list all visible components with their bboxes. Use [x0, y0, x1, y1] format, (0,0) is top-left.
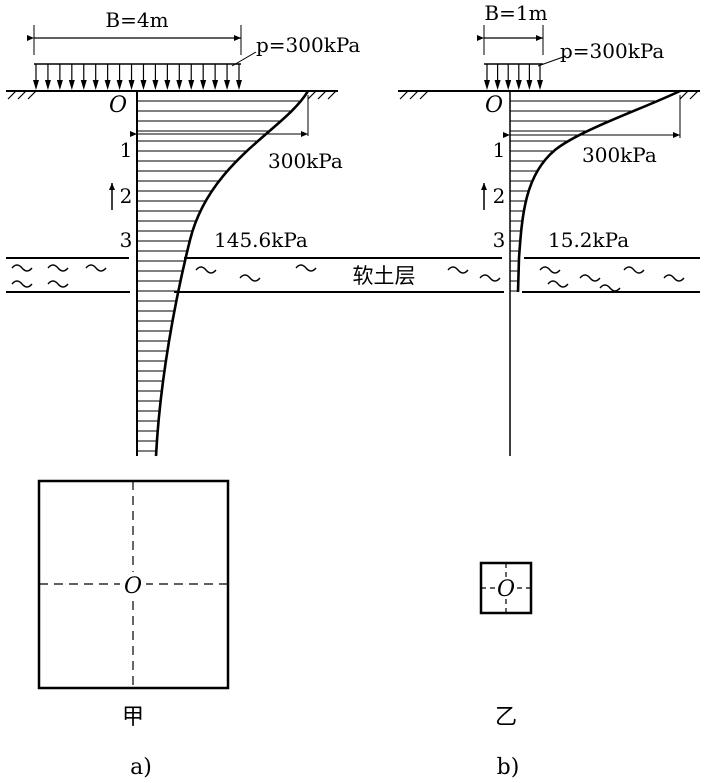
depth-label-3-a: 3 [120, 228, 133, 252]
wave-symbol [239, 274, 261, 282]
load-arrowhead [236, 80, 242, 90]
wave-symbol [195, 266, 217, 274]
load-leader-b [537, 55, 567, 67]
distributed-load-b [484, 63, 543, 90]
load-arrowhead [515, 80, 522, 90]
wave-symbol [579, 274, 601, 282]
wave-symbol [447, 266, 469, 274]
load-arrowhead [188, 80, 195, 90]
depth-label-3-b: 3 [493, 228, 506, 252]
panel-b: B=1m p=300kPa 300kPa O 1 2 3 15.2kPa [398, 1, 700, 456]
layer-stress-label-b: 15.2kPa [548, 228, 629, 252]
depth-label-2-b: 2 [493, 184, 506, 208]
plan-origin-label-b: O [497, 577, 515, 602]
layer-stress-label-a: 145.6kPa [214, 228, 308, 252]
stress-curve-b [516, 89, 681, 293]
load-arrowhead [80, 80, 87, 90]
depth-label-1-b: 1 [493, 138, 506, 162]
wave-symbol [663, 274, 685, 282]
wave-symbol [47, 280, 69, 288]
plan-view-b: O 乙 b) [479, 561, 533, 780]
load-arrowhead [164, 80, 171, 90]
load-arrowhead [224, 80, 231, 90]
plan-label-b: 乙 [495, 705, 517, 730]
wave-symbol [479, 274, 501, 282]
load-arrowhead [92, 80, 99, 90]
wave-symbol [599, 284, 621, 292]
load-arrowhead [537, 80, 543, 90]
load-arrowhead [152, 80, 159, 90]
wave-symbol [547, 280, 569, 288]
load-leader-a [231, 51, 257, 67]
load-arrowhead [505, 80, 512, 90]
top-stress-label-a: 300kPa [268, 149, 343, 173]
stress-curve-a [154, 90, 310, 457]
wave-symbol [623, 266, 645, 274]
load-arrowhead [116, 80, 123, 90]
load-arrowhead [200, 80, 207, 90]
wave-symbol [295, 264, 317, 272]
width-label-a: B=4m [105, 8, 168, 32]
load-arrowhead [484, 80, 490, 90]
load-arrowhead [33, 80, 39, 90]
load-arrowhead [140, 80, 147, 90]
depth-label-1-a: 1 [120, 138, 133, 162]
load-label-b: p=300kPa [560, 39, 664, 63]
ground-hatch-a [7, 90, 337, 100]
width-label-b: B=1m [484, 1, 547, 25]
width-dimension-b [477, 25, 544, 55]
load-arrowhead [176, 80, 183, 90]
load-arrowhead [526, 80, 533, 90]
width-dimension-a [27, 25, 242, 55]
distributed-load-a [33, 63, 242, 90]
panel-a: B=4m p=300kPa 300kPa O 1 2 3 145.6kPa [6, 8, 360, 457]
soft-layer-waves [11, 264, 685, 292]
origin-label-a: O [109, 93, 127, 118]
load-arrowhead [128, 80, 135, 90]
soft-layer-label: 软土层 [353, 264, 416, 288]
plan-view-a: O 甲 a) [37, 479, 230, 780]
stress-hatching-b [510, 100, 658, 292]
ground-hatch-b [399, 90, 699, 100]
soft-layer: 软土层 [6, 257, 700, 293]
depth-label-2-a: 2 [120, 184, 133, 208]
load-label-a: p=300kPa [256, 33, 360, 57]
load-arrowhead [44, 80, 51, 90]
plan-label-a: 甲 [122, 705, 144, 730]
load-arrowhead [212, 80, 219, 90]
load-arrowhead [494, 80, 501, 90]
top-stress-label-b: 300kPa [582, 143, 657, 167]
load-arrowhead [68, 80, 75, 90]
wave-symbol [539, 266, 561, 274]
load-arrowhead [104, 80, 111, 90]
plan-origin-label-a: O [124, 574, 142, 599]
wave-symbol [85, 264, 107, 272]
wave-symbol [11, 264, 33, 272]
caption-a: a) [130, 755, 152, 780]
origin-label-b: O [485, 93, 503, 118]
wave-symbol [47, 264, 69, 272]
load-arrowhead [56, 80, 63, 90]
caption-b: b) [497, 755, 520, 780]
wave-symbol [11, 280, 33, 288]
